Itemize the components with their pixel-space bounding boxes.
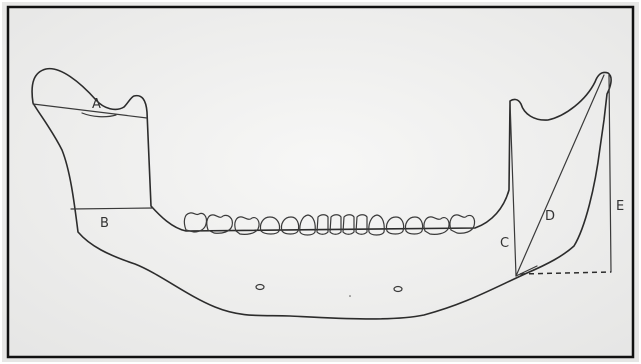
label-a: A	[92, 97, 101, 112]
label-e: E	[616, 199, 624, 214]
label-d: D	[545, 209, 555, 224]
label-c: C	[500, 236, 509, 251]
label-b: B	[100, 216, 109, 231]
paper-speck	[349, 295, 351, 297]
